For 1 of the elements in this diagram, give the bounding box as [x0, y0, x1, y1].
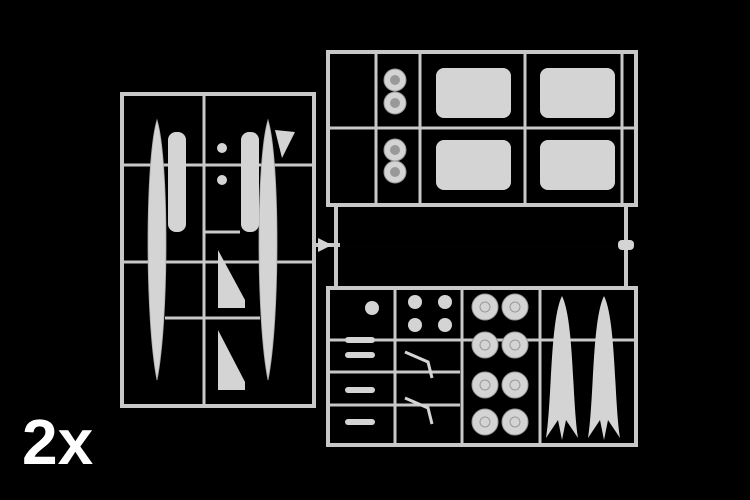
quantity-label: 2x	[22, 410, 94, 474]
